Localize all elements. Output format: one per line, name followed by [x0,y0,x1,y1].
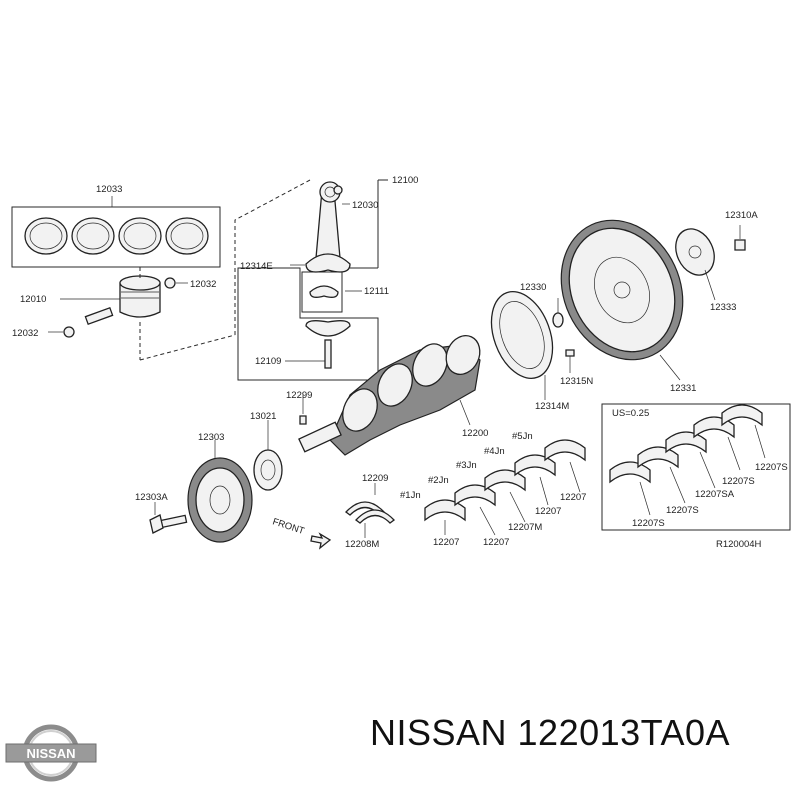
label-reinforcement-plate: 12333 [710,302,736,313]
label-main-bearing-2: 12207 [535,506,561,517]
label-journal-5: #5Jn [512,431,533,442]
label-pilot-bushing: 12330 [520,282,546,293]
label-piston: 12010 [20,294,46,305]
label-thrust-washer-m: 12208M [345,539,379,550]
label-rod-cap-bolt: 12314E [240,261,273,272]
front-end-parts [149,395,307,543]
label-main-bearing-m: 12207M [508,522,542,533]
label-main-bearing-1: 12207 [560,492,586,503]
part-caption: NISSAN 122013TA0A [370,712,731,753]
label-us-bearing-4: 12207S [666,505,699,516]
label-rod-bushing: 12030 [352,200,378,211]
label-pin-clip-left: 12032 [12,328,38,339]
label-rod-assembly: 12100 [392,175,418,186]
piston [48,267,236,361]
label-thrust-washer: 12209 [362,473,388,484]
thrust-washers [345,483,395,538]
label-signal-plate: 12314M [535,401,569,412]
label-journal-1: #1Jn [400,490,421,501]
signal-plate [490,290,575,400]
undersize-bearing-box [601,403,791,531]
front-arrow [310,532,332,550]
piston-ring-set [11,196,221,268]
label-crankshaft: 12200 [462,428,488,439]
label-flywheel: 12331 [670,383,696,394]
label-rod-bolt: 12109 [255,356,281,367]
label-undersize-note: US=0.25 [612,408,649,419]
logo-text: NISSAN [26,746,75,761]
label-journal-3: #3Jn [456,460,477,471]
label-rod-bearing: 12111 [364,286,389,297]
label-key: 12299 [286,390,312,401]
label-journal-4: #4Jn [484,446,505,457]
label-pin-clip-right: 12032 [190,279,216,290]
flywheel [560,219,746,381]
label-ring-set: 12033 [96,184,122,195]
nissan-logo: NISSAN [5,724,97,782]
label-main-bearing-4: 12207 [483,537,509,548]
label-main-bearing-3: 12207 [433,537,459,548]
label-ref-code: R120004H [716,539,762,550]
label-sprocket: 13021 [250,411,276,422]
label-pulley: 12303 [198,432,224,443]
label-signal-bolt: 12315N [560,376,593,387]
label-journal-2: #2Jn [428,475,449,486]
main-bearings [424,439,586,536]
label-us-bearing-5: 12207S [632,518,665,529]
label-us-bearing-1: 12207S [755,462,788,473]
label-flywheel-bolt: 12310A [725,210,758,221]
crankshaft [298,335,481,456]
label-us-bearing-3: 12207SA [695,489,735,500]
label-pulley-bolt: 12303A [135,492,168,503]
label-us-bearing-2: 12207S [722,476,755,487]
label-front-arrow: FRONT [271,516,306,537]
